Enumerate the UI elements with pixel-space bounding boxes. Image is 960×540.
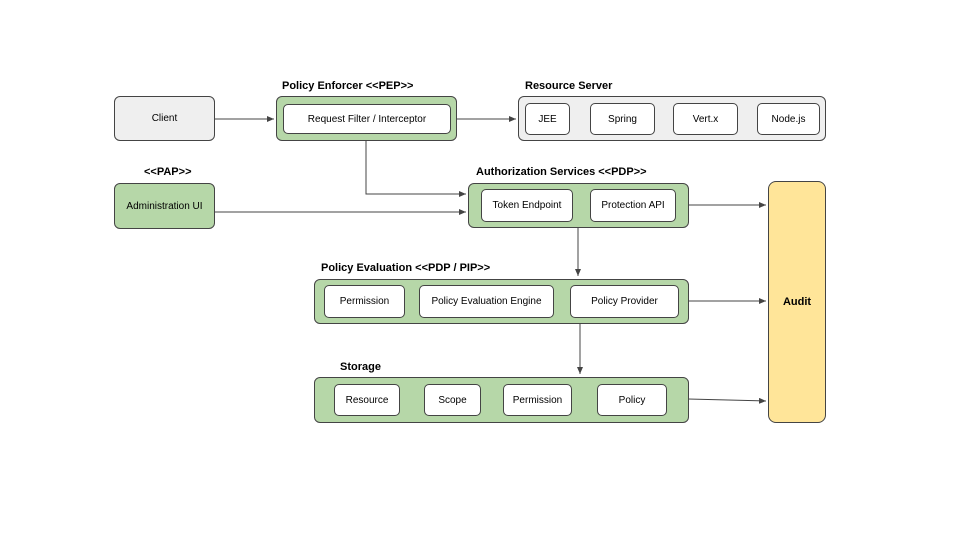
storage-item-resource: Resource [334, 384, 400, 416]
resource-server-title: Resource Server [525, 80, 613, 92]
resource-server-item-label: Vert.x [692, 113, 719, 125]
request-filter-node: Request Filter / Interceptor [283, 104, 451, 134]
protection-api-label: Protection API [601, 200, 665, 211]
permission-node: Permission [324, 285, 405, 318]
policy-evaluation-engine-node: Policy Evaluation Engine [419, 285, 554, 318]
request-filter-label: Request Filter / Interceptor [307, 113, 427, 125]
resource-server-item-vertx: Vert.x [673, 103, 738, 135]
client-node: Client [114, 96, 215, 141]
resource-server-item-jee: JEE [525, 103, 570, 135]
client-label: Client [151, 113, 178, 124]
storage-item-label: Permission [512, 394, 563, 406]
permission-label: Permission [339, 296, 390, 307]
admin-ui-label: Administration UI [126, 200, 203, 212]
storage-item-label: Policy [618, 394, 646, 406]
resource-server-item-spring: Spring [590, 103, 655, 135]
policy-provider-label: Policy Provider [591, 296, 658, 307]
protection-api-node: Protection API [590, 189, 676, 222]
storage-title: Storage [340, 361, 381, 373]
edge-storage-to-audit [687, 397, 767, 404]
policy-evaluation-engine-label: Policy Evaluation Engine [431, 296, 542, 307]
admin-ui-node: Administration UI [114, 183, 215, 229]
storage-item-label: Scope [438, 394, 467, 406]
pap-title: <<PAP>> [144, 166, 192, 178]
resource-server-item-label: JEE [538, 113, 557, 125]
resource-server-item-nodejs: Node.js [757, 103, 820, 135]
resource-server-item-label: Spring [608, 113, 637, 125]
policy-eval-title: Policy Evaluation <<PDP / PIP>> [321, 262, 491, 274]
storage-item-permission: Permission [503, 384, 572, 416]
audit-node: Audit [768, 181, 826, 423]
resource-server-item-label: Node.js [771, 113, 806, 125]
authz-title: Authorization Services <<PDP>> [476, 166, 647, 178]
edge-pep-to-authz [365, 141, 466, 197]
token-endpoint-node: Token Endpoint [481, 189, 573, 222]
storage-item-scope: Scope [424, 384, 481, 416]
storage-item-label: Resource [345, 394, 389, 406]
pep-title: Policy Enforcer <<PEP>> [282, 80, 414, 92]
storage-item-policy: Policy [597, 384, 667, 416]
token-endpoint-label: Token Endpoint [492, 200, 562, 211]
policy-provider-node: Policy Provider [570, 285, 679, 318]
audit-label: Audit [782, 296, 812, 308]
